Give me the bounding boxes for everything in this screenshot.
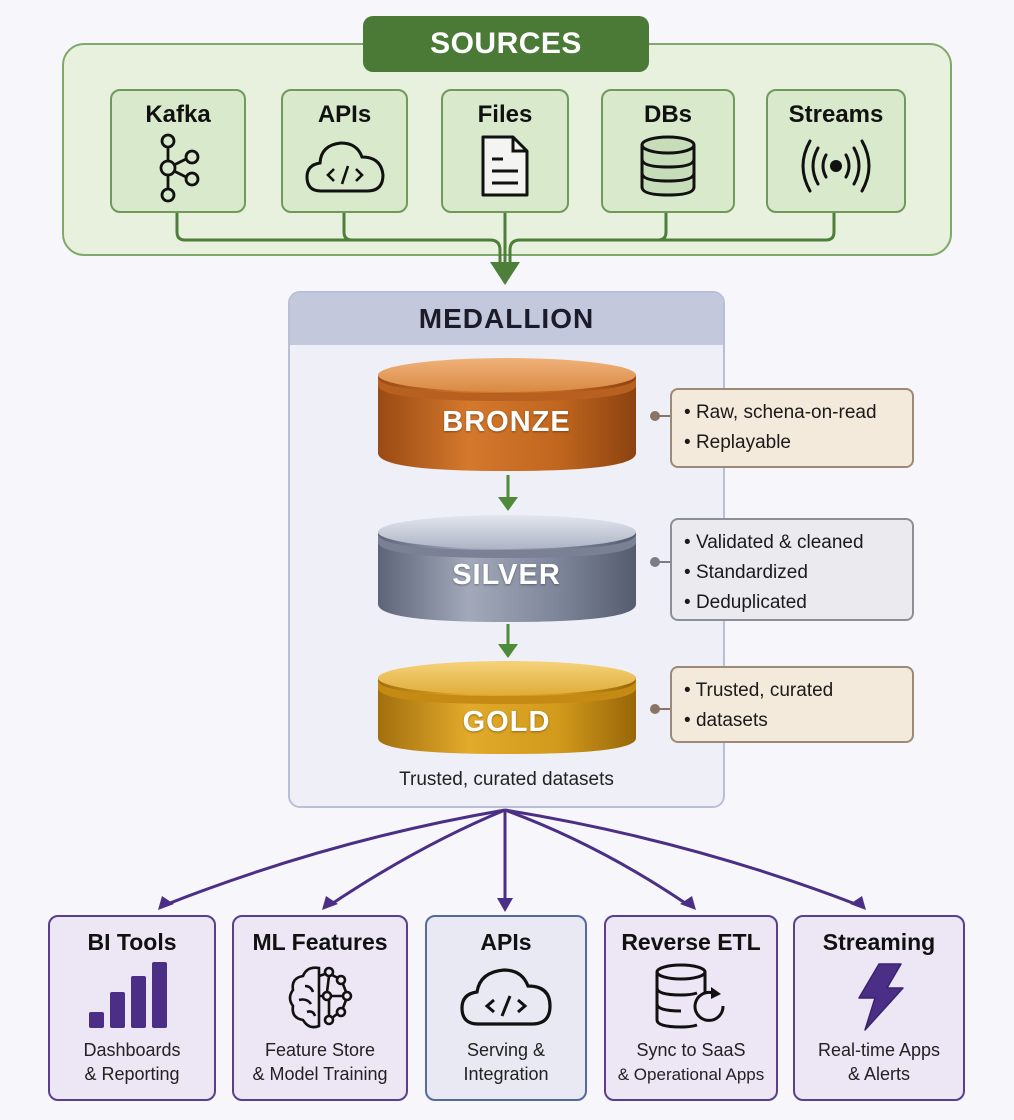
output-description: Feature Store& Model Training	[252, 1040, 388, 1084]
bar-chart-icon	[89, 962, 167, 1028]
output-title: ML Features	[252, 929, 388, 955]
streams-connector	[658, 213, 836, 242]
note-item: • Deduplicated	[684, 592, 807, 613]
bronze-notes: • Raw, schena-on-read • Replayable	[670, 388, 914, 468]
lightning-icon	[858, 963, 904, 1031]
kafka-connector	[175, 213, 502, 262]
source-connectors	[175, 213, 836, 285]
silver-to-gold-arrow	[498, 624, 518, 658]
bronze-to-silver-arrow	[498, 475, 518, 511]
silver-note-dot	[650, 557, 660, 567]
silver-layer-disk[interactable]	[376, 512, 638, 624]
output-title: BI Tools	[87, 929, 177, 955]
broadcast-icon	[801, 139, 871, 193]
output-reverse-etl[interactable]: Reverse ETL Sync to SaaS& Operational Ap…	[604, 915, 778, 1101]
source-label: Kafka	[145, 101, 211, 128]
document-icon	[481, 135, 529, 197]
note-connectors	[650, 411, 671, 714]
arrow-to-ml-features	[329, 808, 506, 907]
note-item: • Standardized	[684, 562, 808, 583]
database-sync-icon	[655, 963, 725, 1029]
note-item: • Validated & cleaned	[684, 532, 864, 553]
source-label: DBs	[643, 101, 692, 128]
note-item: • Trusted, curated	[684, 680, 834, 701]
arrow-to-streaming	[504, 808, 859, 907]
output-title: Streaming	[822, 929, 936, 955]
bronze-note-dot	[650, 411, 660, 421]
output-streaming[interactable]: Streaming Real-time Apps& Alerts	[793, 915, 965, 1101]
bronze-layer-disk[interactable]	[376, 355, 638, 475]
output-description: Sync to SaaS& Operational Apps	[617, 1040, 765, 1084]
output-ml-features[interactable]: ML Features Feature Store& Model Trainin…	[232, 915, 408, 1101]
dbs-connector	[508, 213, 668, 262]
medallion-title: MEDALLION	[290, 293, 723, 345]
note-item: • Raw, schena-on-read	[684, 402, 877, 423]
source-label: Streams	[788, 101, 884, 128]
gold-layer-disk[interactable]	[376, 658, 638, 758]
output-title: APIs	[480, 929, 532, 955]
brain-network-icon	[288, 966, 353, 1029]
arrow-to-reverse-etl	[504, 808, 689, 907]
arrow-to-bi-tools	[164, 808, 506, 907]
apis-connector	[342, 213, 490, 242]
source-files[interactable]: Files	[441, 89, 569, 213]
gold-notes: • Trusted, curated • datasets	[670, 666, 914, 743]
database-icon	[640, 135, 696, 197]
kafka-graph-icon	[159, 133, 200, 203]
gold-label: GOLD	[462, 706, 551, 738]
output-apis[interactable]: APIs Serving &Integration	[425, 915, 587, 1101]
output-bi-tools[interactable]: BI Tools Dashboards& Reporting	[48, 915, 216, 1101]
output-title: Reverse ETL	[621, 929, 761, 955]
cloud-code-icon	[304, 141, 385, 193]
source-apis[interactable]: APIs	[281, 89, 408, 213]
sources-title: SOURCES	[363, 16, 649, 72]
note-item: • Replayable	[684, 432, 792, 453]
source-label: APIs	[317, 101, 372, 128]
output-description: Serving &Integration	[463, 1040, 549, 1084]
fanout-arrows	[158, 808, 866, 912]
bronze-label: BRONZE	[442, 406, 571, 438]
gold-note-dot	[650, 704, 660, 714]
output-description: Real-time Apps& Alerts	[817, 1040, 941, 1084]
source-dbs[interactable]: DBs	[601, 89, 735, 213]
source-kafka[interactable]: Kafka	[110, 89, 246, 213]
silver-label: SILVER	[452, 559, 561, 591]
medallion-panel: MEDALLION BRONZE SILVER	[288, 291, 725, 808]
note-item: • datasets	[684, 710, 768, 731]
merge-arrowhead	[490, 262, 520, 285]
cloud-code-icon	[460, 968, 552, 1026]
output-description: Dashboards& Reporting	[83, 1040, 181, 1084]
source-streams[interactable]: Streams	[766, 89, 906, 213]
silver-notes: • Validated & cleaned • Standardized • D…	[670, 518, 914, 621]
source-label: Files	[477, 101, 533, 128]
gold-caption: Trusted, curated datasets	[399, 769, 614, 790]
